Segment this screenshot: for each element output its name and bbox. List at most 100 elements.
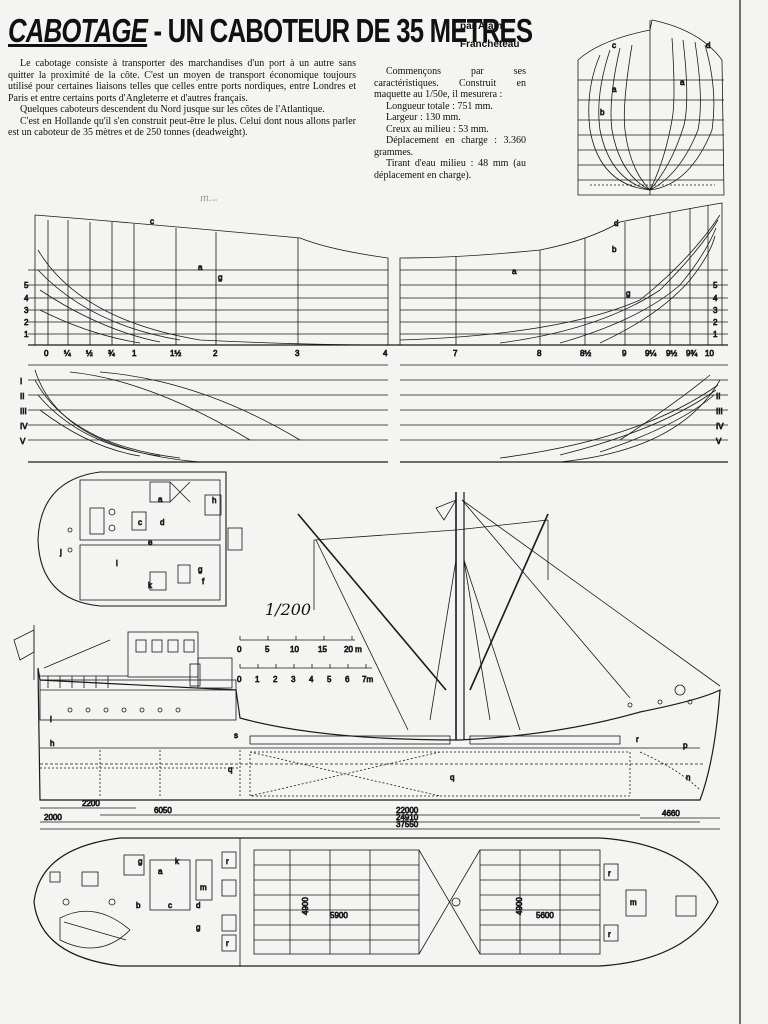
buttock-II-right: II — [716, 392, 720, 401]
waterline-3-right: 3 — [713, 306, 718, 315]
byline: par Alain Francheteau — [460, 18, 519, 54]
spec-width: Largeur : 130 mm. — [386, 112, 461, 123]
article-title: CABOTAGE - UN CABOTEUR DE 35 METRES — [8, 12, 534, 50]
sheer-label-d: d — [614, 219, 618, 228]
station-labels: 0 ¼ ½ ¾ 1 1½ 2 3 4 7 8 8½ 9 9¼ 9½ 9¾ 10 — [44, 349, 715, 359]
bridge-label-e: e — [148, 538, 153, 547]
deck-label-r3: r — [608, 869, 611, 878]
waterline-2: 2 — [24, 318, 29, 327]
bridge-label-f: f — [202, 577, 205, 586]
waterline-1-right: 1 — [713, 330, 718, 339]
dim-2200: 2200 — [82, 799, 100, 808]
dim-6050: 6050 — [154, 806, 172, 815]
sheer-waterlines — [28, 269, 728, 335]
buttock-IV: IV — [20, 422, 28, 431]
deck-label-g: g — [138, 857, 142, 866]
profile-label-h: h — [50, 739, 54, 748]
sheer-label-g-right: g — [626, 289, 630, 298]
title-subtitle: - UN CABOTEUR DE 35 METRES — [153, 12, 534, 49]
station-9: 9 — [622, 349, 627, 358]
station-8-half: 8½ — [580, 349, 591, 358]
waterline-4-right: 4 — [713, 294, 718, 303]
profile-label-q2: q — [450, 773, 454, 782]
deck-label-r: r — [226, 857, 229, 866]
scale7-tick-5: 5 — [327, 675, 332, 684]
ship-profile: i h s q q p n r — [13, 492, 721, 801]
sheer-label-b: b — [612, 245, 617, 254]
spec-displacement: Déplacement en charge : 3.360 grammes. — [374, 135, 526, 158]
station-4: 4 — [383, 349, 388, 358]
buttock-V-right: V — [716, 437, 722, 446]
deck-label-m: m — [200, 883, 207, 892]
bridge-label-l: l — [116, 559, 118, 568]
deck-label-c: c — [168, 901, 172, 910]
bodyplan-label-c: c — [612, 41, 616, 50]
body-plan: c d a a b — [577, 19, 725, 196]
deck-label-m2: m — [630, 898, 637, 907]
waterline-2-right: 2 — [713, 318, 718, 327]
sheer-stations — [47, 205, 709, 345]
article-column-2: Commençons par ses caractéristiques. Con… — [374, 66, 526, 181]
dim-24910: 24910 — [396, 813, 419, 822]
buttock-IV-right: IV — [716, 422, 724, 431]
station-9-quarter: 9¼ — [645, 349, 656, 358]
station-three-quarter: ¾ — [108, 349, 115, 358]
bridge-label-c: c — [138, 518, 142, 527]
spec-depth: Creux au milieu : 53 mm. — [386, 123, 489, 135]
byline-author: Francheteau — [460, 39, 520, 50]
spec-draught: Tirant d'eau milieu : 48 mm (au déplacem… — [374, 158, 526, 181]
deck-label-g2: g — [196, 923, 200, 932]
dim-4900-fore: 4900 — [301, 897, 310, 915]
dim-37550: 37550 — [396, 820, 419, 829]
deck-label-k: k — [175, 857, 180, 866]
buttock-V: V — [20, 437, 26, 446]
title-cabotage: CABOTAGE — [8, 12, 148, 49]
bridge-label-h: h — [212, 496, 216, 505]
scale7-tick-6: 6 — [345, 675, 350, 684]
station-10: 10 — [705, 349, 714, 358]
dim-4900-aft: 4900 — [515, 897, 524, 915]
profile-label-q: q — [228, 765, 232, 774]
deck-label-r2: r — [226, 939, 229, 948]
handwritten-scale-note: 1/200 — [265, 600, 312, 619]
sheer-buttock-curves — [37, 214, 721, 346]
profile-label-p: p — [683, 741, 688, 750]
bridge-deck-plan: j l k e f c d a g h — [37, 471, 243, 607]
station-1-half: 1½ — [170, 349, 181, 358]
waterline-1: 1 — [24, 330, 29, 339]
dim-4660: 4660 — [662, 809, 680, 818]
buttock-II: II — [20, 392, 24, 401]
specs-intro: Commençons par ses caractéristiques. Con… — [374, 66, 526, 100]
scale-tick-20m: 20 m — [344, 645, 362, 654]
scale-tick-5: 5 — [265, 645, 270, 654]
profile-label-r: r — [636, 735, 639, 744]
waterline-4: 4 — [24, 294, 29, 303]
bridge-label-a: a — [158, 495, 163, 504]
dim-22000: 22000 — [396, 806, 419, 815]
scale7-tick-2: 2 — [273, 675, 278, 684]
main-deck-plan: a g k m b c d g r r r r m 5900 5600 4900… — [33, 837, 719, 967]
article-column-1: Le cabotage consiste à transporter des m… — [8, 58, 356, 139]
station-9-three-quarter: 9¾ — [686, 349, 697, 358]
scale-bar-7m: 0 1 2 3 4 5 6 7m — [237, 664, 374, 684]
spec-length: Longueur totale : 751 mm. — [386, 100, 493, 112]
station-quarter: ¼ — [64, 349, 71, 358]
sheer-label-a: a — [198, 263, 203, 272]
bridge-label-k: k — [148, 581, 153, 590]
deck-label-r4: r — [608, 930, 611, 939]
profile-label-s: s — [234, 731, 238, 740]
dim-2000: 2000 — [44, 813, 62, 822]
station-2: 2 — [213, 349, 218, 358]
scale7-tick-3: 3 — [291, 675, 296, 684]
deck-label-a: a — [158, 867, 163, 876]
buttock-III: III — [20, 407, 27, 416]
station-1: 1 — [132, 349, 137, 358]
sheer-label-c: c — [150, 217, 154, 226]
station-7: 7 — [453, 349, 458, 358]
station-half: ½ — [86, 349, 93, 358]
profile-label-n: n — [686, 773, 690, 782]
bridge-label-d: d — [160, 518, 164, 527]
bridge-label-g: g — [198, 565, 202, 574]
